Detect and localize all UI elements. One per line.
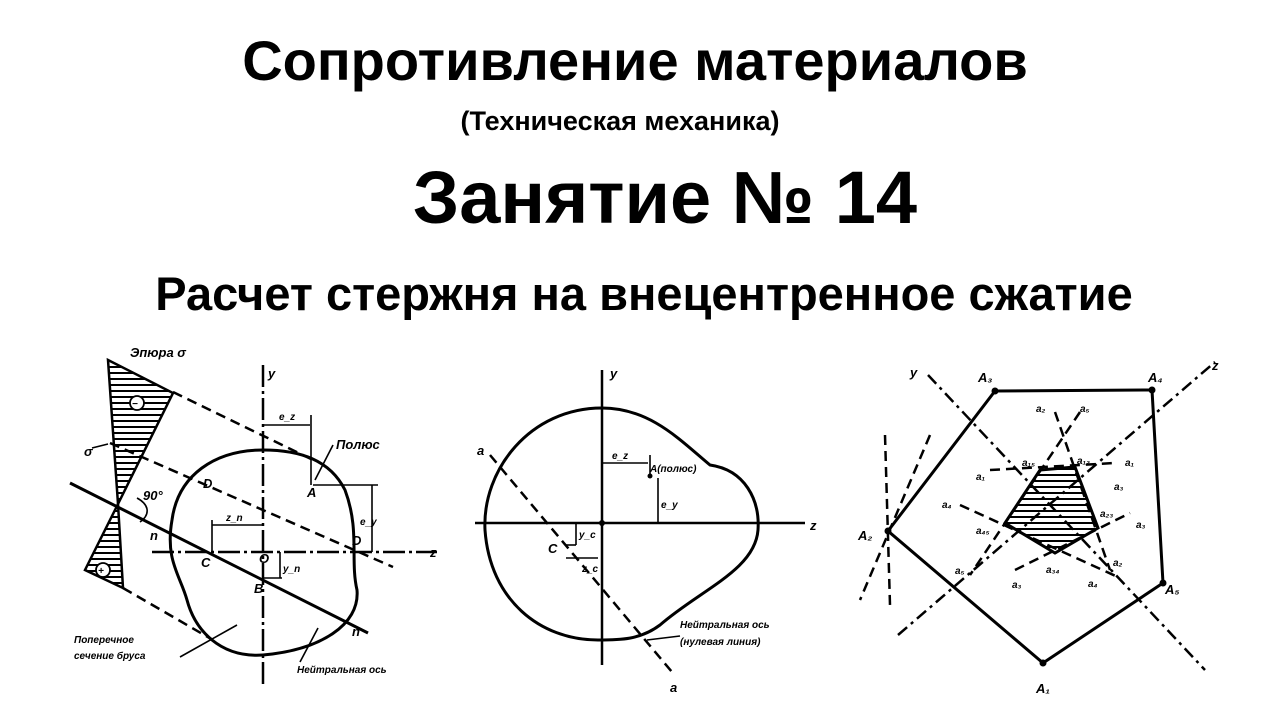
label-n: n bbox=[150, 528, 158, 543]
slide-title: Сопротивление материалов bbox=[242, 29, 1028, 92]
label-a: a₁ bbox=[976, 472, 986, 483]
label-A-pole: A(полюс) bbox=[649, 464, 697, 475]
label-z: z bbox=[1211, 358, 1219, 373]
label-O: O bbox=[259, 551, 269, 566]
label-ez: e_z bbox=[279, 412, 295, 423]
label-a: a₃ bbox=[1114, 482, 1124, 493]
label-plus: + bbox=[98, 566, 104, 577]
stress-diagram-negative bbox=[106, 357, 175, 509]
label-y: y bbox=[909, 365, 918, 380]
cross-section-outline bbox=[483, 406, 760, 642]
label-zc: z_c bbox=[581, 564, 599, 575]
label-a: a₁₂ bbox=[1077, 456, 1090, 467]
label-a: a₃ bbox=[1136, 520, 1146, 531]
label-A1: A₁ bbox=[1035, 681, 1050, 696]
label-a: a₂ bbox=[1036, 404, 1046, 415]
label-a: a₁₅ bbox=[1022, 458, 1035, 469]
label-a: a₃ bbox=[1012, 580, 1022, 591]
label-D: D bbox=[352, 533, 362, 548]
label-a: a bbox=[670, 680, 677, 695]
label-angle: 90° bbox=[143, 488, 163, 503]
label-C: C bbox=[201, 555, 211, 570]
label-a: a₂ bbox=[1113, 558, 1123, 569]
label-A4: A₄ bbox=[1147, 370, 1163, 385]
label-neutral-axis: Нейтральная ось bbox=[297, 665, 387, 676]
label-ez: e_z bbox=[612, 451, 628, 462]
slide-subtitle: (Техническая механика) bbox=[460, 106, 780, 136]
label-ey: e_y bbox=[661, 500, 678, 511]
figure-eccentric-section: Эпюра σ σ 90° y z n n C O B D D A Полюс … bbox=[69, 345, 437, 685]
lesson-topic: Расчет стержня на внецентренное сжатие bbox=[155, 267, 1133, 320]
label-sigma: σ bbox=[84, 444, 94, 459]
label-A5: A₅ bbox=[1164, 582, 1180, 597]
label-ey: e_y bbox=[360, 517, 377, 528]
label-epure: Эпюра σ bbox=[130, 345, 187, 360]
label-a: a₂₃ bbox=[1100, 509, 1113, 520]
label-a: a₁ bbox=[1125, 458, 1135, 469]
figure-section-core: y z A₃ A₄ A₅ A₁ A₂ a₂ a₅ a₁₅ a₁₂ a₁ a₁ a… bbox=[857, 358, 1219, 696]
stress-diagram-positive bbox=[83, 499, 125, 591]
lesson-number: Занятие № 14 bbox=[412, 156, 918, 239]
label-D: D bbox=[203, 476, 213, 491]
label-a: a bbox=[477, 443, 484, 458]
label-section: Поперечное bbox=[74, 635, 134, 646]
label-y: y bbox=[267, 366, 276, 381]
label-zn: z_n bbox=[225, 513, 243, 524]
minus-sign-icon bbox=[129, 395, 145, 411]
label-A: A bbox=[306, 485, 316, 500]
label-a: a₄ bbox=[1088, 579, 1098, 590]
label-n: n bbox=[352, 624, 360, 639]
label-A3: A₃ bbox=[977, 370, 992, 385]
label-yn: y_n bbox=[282, 564, 300, 575]
label-z: z bbox=[809, 518, 817, 533]
neutral-axis-line bbox=[69, 481, 369, 635]
label-neutral-axis: (нулевая линия) bbox=[680, 637, 761, 648]
label-y: y bbox=[609, 366, 618, 381]
label-z: z bbox=[429, 545, 437, 560]
label-a: a₃₄ bbox=[1046, 565, 1059, 576]
label-minus: − bbox=[132, 399, 138, 410]
label-neutral-axis: Нейтральная ось bbox=[680, 620, 770, 631]
pentagon-section bbox=[885, 388, 1165, 665]
figure-neutral-line: y z a a A(полюс) e_z e_y C y_c z_c Нейтр… bbox=[475, 366, 817, 695]
label-B: B bbox=[254, 581, 263, 596]
cross-section-outline bbox=[168, 448, 359, 657]
label-a: a₅ bbox=[955, 566, 965, 577]
label-a: a₄₅ bbox=[976, 526, 990, 537]
label-a: a₅ bbox=[1080, 404, 1090, 415]
label-a: a₄ bbox=[942, 500, 952, 511]
label-pole: Полюс bbox=[336, 437, 380, 452]
label-yc: y_c bbox=[578, 530, 596, 541]
label-C: C bbox=[548, 541, 558, 556]
label-A2: A₂ bbox=[857, 528, 872, 543]
label-section: сечение бруса bbox=[74, 650, 146, 662]
plus-sign-icon bbox=[95, 562, 111, 578]
